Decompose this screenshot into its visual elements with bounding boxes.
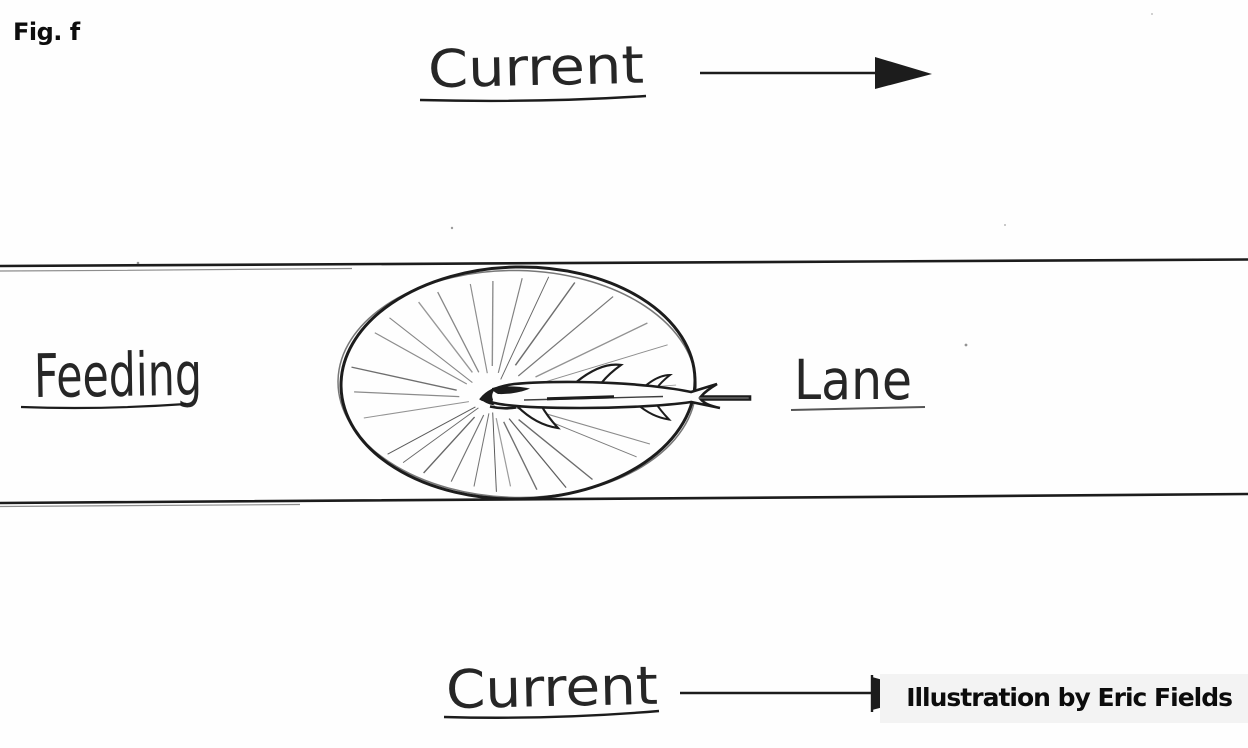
lane-label-group: Lane [794, 348, 912, 412]
sight-ray [437, 291, 480, 373]
vision-window [337, 265, 752, 501]
sight-ray [469, 283, 488, 374]
sight-ray [503, 421, 538, 491]
current-top-underline [419, 94, 647, 103]
fish-lateral-dash [546, 395, 615, 401]
current-top-label-group: Current [427, 36, 644, 101]
fish-top-view [479, 363, 752, 430]
sight-ray [354, 391, 460, 398]
sight-ray [363, 401, 469, 419]
sight-ray [402, 407, 479, 463]
sight-ray [351, 366, 457, 391]
lane-line-bottom-doubled-stroke [0, 503, 301, 508]
sight-ray [387, 406, 476, 455]
sight-ray [423, 416, 476, 474]
current-top-label: Current [427, 36, 644, 101]
arrow-head [875, 57, 932, 89]
sight-ray [495, 417, 512, 487]
sight-ray [389, 317, 473, 384]
lane-underline [790, 406, 926, 411]
feeding-underline [20, 402, 187, 410]
paper-speck [450, 226, 454, 230]
paper-speck [964, 343, 968, 347]
current-bottom-underline [443, 709, 660, 719]
figure-label: Fig. f [13, 18, 80, 46]
current-bottom-annotation: Current [443, 656, 933, 721]
sight-ray [473, 413, 490, 487]
paper-specks [136, 13, 1153, 347]
current-top-annotation: Current [419, 36, 932, 103]
sight-ray [492, 412, 497, 492]
paper-speck [1004, 224, 1006, 226]
fish-head-marking [492, 386, 530, 395]
sight-ray [517, 296, 614, 377]
sight-ray [500, 276, 550, 380]
current-top-right-arrow-icon [700, 57, 932, 89]
credit-text: Illustration by Eric Fields [880, 674, 1248, 723]
current-bottom-label: Current [445, 656, 658, 721]
paper-speck [1151, 13, 1153, 15]
lane-line-bottom [0, 492, 1248, 505]
paper-speck [136, 261, 140, 265]
sight-ray [508, 418, 567, 489]
lane-label: Lane [794, 348, 912, 412]
fish-chin-stroke [489, 405, 517, 410]
feeding-label: Feeding [33, 340, 202, 412]
lane-line-top-doubled-stroke [0, 267, 353, 272]
fish-body [479, 380, 752, 410]
sight-ray [497, 278, 523, 374]
fish-fin-lower-front [514, 403, 561, 430]
lane-boundaries [0, 258, 1248, 508]
sight-ray [491, 280, 494, 367]
fish-snout-marking [481, 389, 495, 406]
sight-ray [518, 419, 593, 481]
vision-ellipse-inner [337, 269, 697, 499]
lane-line-top [0, 258, 1248, 268]
current-bottom-label-group: Current [445, 656, 658, 721]
sight-ray [535, 322, 648, 378]
feeding-label-group: Feeding [33, 340, 202, 412]
sight-ray [374, 332, 468, 385]
sight-ray [450, 414, 485, 482]
fish-fin-upper-front [571, 363, 624, 387]
sight-ray [514, 282, 576, 366]
sight-ray [418, 301, 473, 373]
